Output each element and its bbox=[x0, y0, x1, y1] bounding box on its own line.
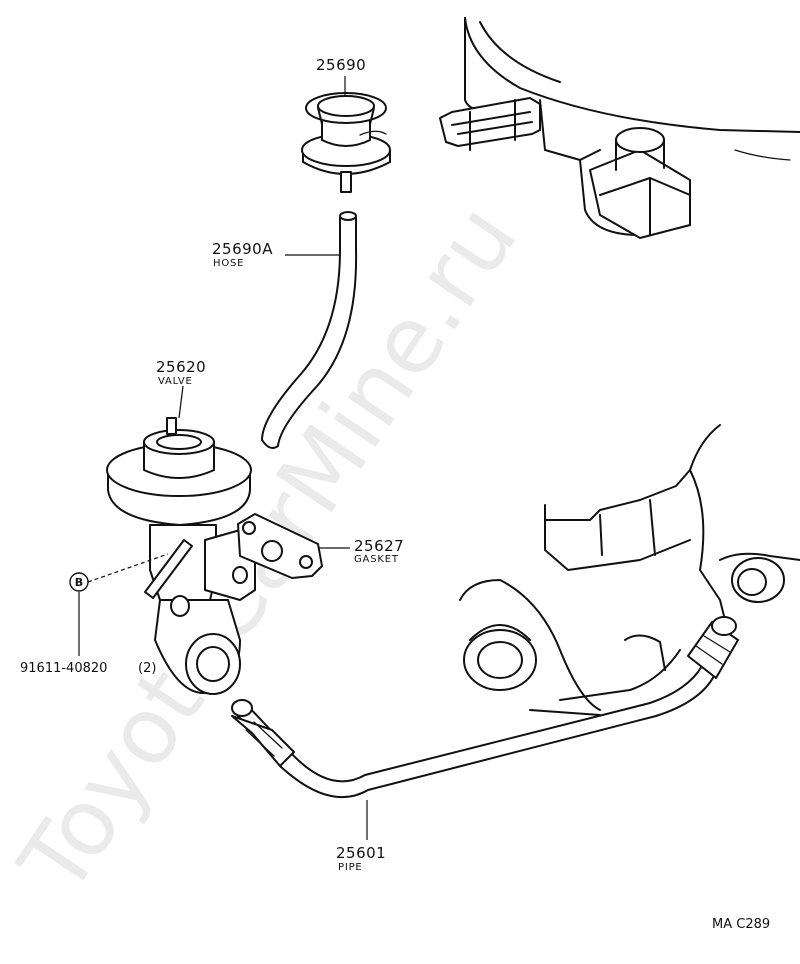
part-25620-valve bbox=[106, 417, 256, 695]
label-bolt-quantity: (2) bbox=[138, 661, 156, 676]
leader-lines bbox=[78, 76, 368, 840]
intake-manifold bbox=[459, 424, 800, 716]
part-25690a-hose bbox=[261, 211, 358, 449]
label-25627-name: GASKET bbox=[354, 554, 399, 565]
label-25690a-name: HOSE bbox=[213, 258, 244, 269]
part-25601-pipe bbox=[231, 616, 739, 799]
label-25620-number: 25620 bbox=[156, 358, 206, 376]
label-25601-number: 25601 bbox=[336, 844, 386, 862]
label-25690a-number: 25690A bbox=[212, 240, 273, 258]
diagram-code: MA C289 bbox=[712, 917, 770, 932]
sensor-connector bbox=[589, 127, 691, 239]
label-bolt-number: 91611-40820 bbox=[20, 661, 107, 676]
part-25690-cap bbox=[301, 92, 391, 193]
air-cleaner-housing bbox=[464, 17, 800, 236]
bolt-marker-circle bbox=[69, 572, 89, 592]
bolt-marker-letter: B bbox=[75, 576, 83, 589]
label-25601-name: PIPE bbox=[338, 862, 363, 873]
label-25690-number: 25690 bbox=[316, 56, 366, 74]
label-25627-number: 25627 bbox=[354, 537, 404, 555]
part-25627-gasket bbox=[237, 513, 323, 579]
hose-clamp-bracket bbox=[439, 97, 541, 151]
label-25620-name: VALVE bbox=[158, 376, 193, 387]
